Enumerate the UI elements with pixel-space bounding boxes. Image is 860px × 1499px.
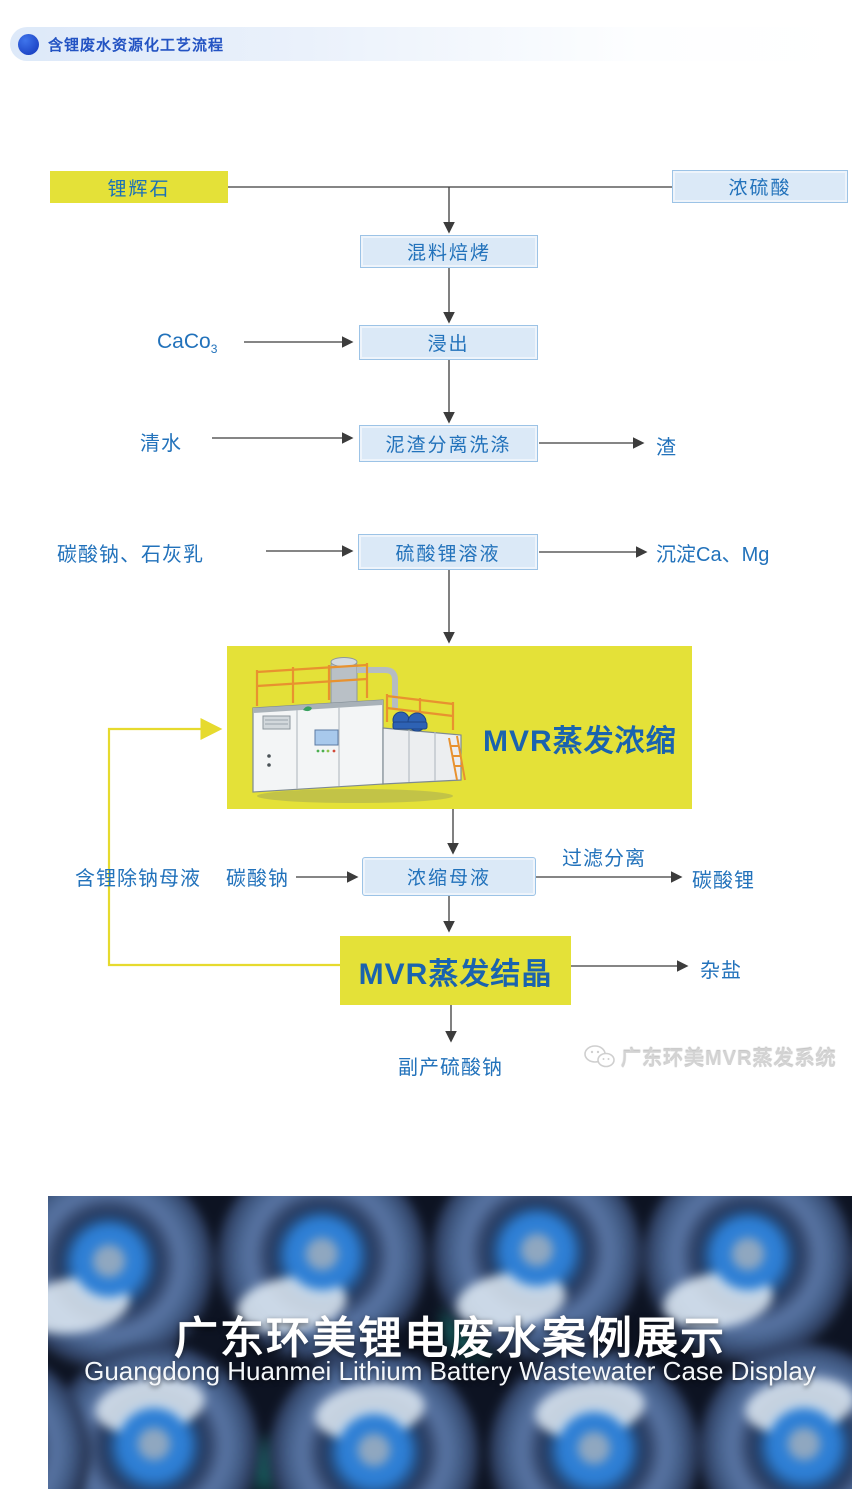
wechat-icon: [584, 1044, 615, 1067]
label-lithium-carbonate-text: 碳酸锂: [692, 870, 755, 892]
label-sodium-carbonate-text: 碳酸钠: [226, 868, 289, 890]
node-mud-separation-label: 泥渣分离洗涤: [385, 435, 512, 456]
label-slag: 渣: [656, 431, 677, 460]
banner-title-zh: 广东环美锂电废水案例展示: [174, 1314, 726, 1363]
label-precipitate-ca-mg: 沉淀Ca、Mg: [656, 538, 769, 567]
node-concentrated-mother-liquor-label: 浓缩母液: [406, 868, 491, 889]
node-spodumene-label: 锂辉石: [107, 178, 171, 200]
header-bullet-icon: [18, 33, 39, 55]
node-mvr-crystallization-label: MVR蒸发结晶: [358, 957, 553, 991]
label-mixed-salt-text: 杂盐: [700, 960, 742, 982]
label-clean-water: 清水: [140, 427, 182, 456]
section-header: 含锂废水资源化工艺流程: [10, 27, 850, 61]
watermark: 广东环美MVR蒸发系统: [583, 1042, 836, 1071]
label-precipitate-ca-mg-text: 沉淀Ca、Mg: [656, 544, 770, 566]
label-soda-lime-text: 碳酸钠、石灰乳: [57, 544, 204, 566]
label-lithium-carbonate: 碳酸锂: [692, 864, 755, 893]
banner-title-en: Guangdong Huanmei Lithium Battery Wastew…: [84, 1356, 816, 1386]
node-mvr-evaporation: MVR蒸发浓缩: [227, 646, 692, 809]
node-sulfuric-acid: 浓硫酸: [672, 170, 848, 203]
label-soda-lime: 碳酸钠、石灰乳: [57, 538, 204, 567]
label-filter-separation: 过滤分离: [562, 842, 646, 871]
node-lithium-sulfate-solution: 硫酸锂溶液: [358, 534, 538, 570]
label-filter-separation-text: 过滤分离: [562, 848, 646, 870]
label-caco3: CaCo3: [157, 330, 217, 356]
label-recycle-liquor: 含锂除钠母液: [75, 862, 201, 891]
label-byproduct-sodium-sulfate: 副产硫酸钠: [398, 1051, 503, 1080]
node-leaching: 浸出: [359, 325, 538, 360]
battery-cells-photo: [48, 1196, 852, 1489]
section-title: 含锂废水资源化工艺流程: [48, 36, 225, 54]
label-sodium-carbonate: 碳酸钠: [226, 862, 289, 891]
label-slag-text: 渣: [656, 437, 677, 459]
node-concentrated-mother-liquor: 浓缩母液: [362, 857, 536, 896]
label-caco3-base: CaCo: [157, 330, 211, 353]
node-leaching-label: 浸出: [427, 334, 470, 355]
node-mvr-evaporation-label: MVR蒸发浓缩: [483, 725, 677, 758]
watermark-text: 广东环美MVR蒸发系统: [621, 1048, 837, 1070]
node-mud-separation: 泥渣分离洗涤: [359, 425, 538, 462]
label-clean-water-text: 清水: [140, 433, 182, 455]
label-byproduct-sodium-sulfate-text: 副产硫酸钠: [398, 1057, 503, 1079]
node-roasting-label: 混料焙烤: [406, 243, 491, 264]
mvr-machine-illustration: [252, 657, 466, 803]
label-recycle-liquor-text: 含锂除钠母液: [75, 868, 201, 890]
node-sulfuric-acid-label: 浓硫酸: [728, 178, 792, 199]
node-roasting: 混料焙烤: [360, 235, 538, 268]
case-banner: 广东环美锂电废水案例展示 Guangdong Huanmei Lithium B…: [48, 1196, 852, 1489]
node-lithium-sulfate-solution-label: 硫酸锂溶液: [395, 543, 501, 565]
label-mixed-salt: 杂盐: [700, 954, 742, 983]
node-mvr-crystallization: MVR蒸发结晶: [340, 936, 571, 1005]
label-caco3-sub: 3: [210, 342, 218, 357]
node-spodumene: 锂辉石: [50, 171, 228, 203]
